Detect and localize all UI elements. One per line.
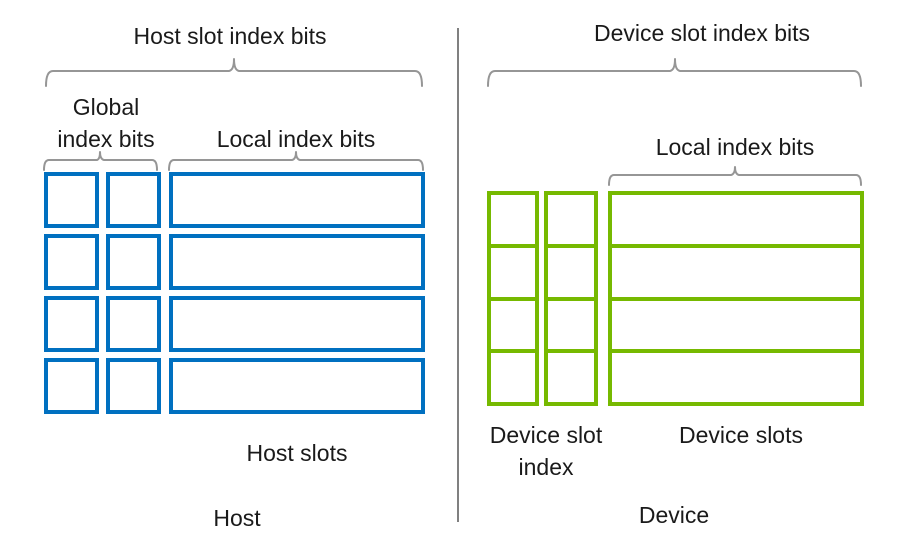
host-title: Host slot index bits <box>133 23 327 49</box>
host-local-bits-box <box>169 358 425 414</box>
device-slots-column <box>608 191 864 406</box>
device-slot-index-cell <box>548 349 594 402</box>
host-local-bits-brace <box>168 151 424 171</box>
device-title: Device slot index bits <box>593 20 811 46</box>
host-local-bits-box <box>169 172 425 228</box>
device-slot-index-cell <box>548 195 594 244</box>
device-slot-cell <box>612 243 860 297</box>
host-global-bit-box <box>106 234 161 290</box>
host-slot-row <box>44 172 425 228</box>
device-slot-index-cell <box>548 243 594 297</box>
device-slot-index-cell <box>491 243 535 297</box>
host-slots-grid <box>44 172 425 414</box>
host-local-bits-box <box>169 296 425 352</box>
device-slots-label: Device slots <box>679 422 803 448</box>
device-local-index-bits-label: Local index bits <box>655 134 815 160</box>
device-label: Device <box>638 502 710 528</box>
section-divider-line <box>457 28 459 522</box>
host-global-bit-box <box>44 172 99 228</box>
host-local-index-bits-label: Local index bits <box>216 126 376 152</box>
host-slot-row <box>44 296 425 352</box>
host-label: Host <box>213 505 261 531</box>
device-slot-index-cell <box>548 296 594 350</box>
device-slots-grid <box>487 191 864 406</box>
host-slot-row <box>44 234 425 290</box>
device-slot-index-cell <box>491 296 535 350</box>
device-slot-index-cell <box>491 349 535 402</box>
device-slot-index-cell <box>491 195 535 244</box>
host-global-bit-box <box>44 358 99 414</box>
device-slot-cell <box>612 349 860 402</box>
host-local-bits-box <box>169 234 425 290</box>
host-global-bit-box <box>106 172 161 228</box>
device-slot-cell <box>612 296 860 350</box>
host-global-bits-brace <box>43 151 158 171</box>
host-slot-row <box>44 358 425 414</box>
host-slots-label: Host slots <box>246 440 348 466</box>
host-global-index-bits-label: Global index bits <box>57 94 155 152</box>
host-global-bit-box <box>106 358 161 414</box>
device-slot-index-label: Device slot index <box>489 422 603 480</box>
device-slot-index-column <box>487 191 539 406</box>
device-slot-cell <box>612 195 860 244</box>
host-slot-index-bits-brace <box>45 58 423 87</box>
device-local-bits-brace <box>608 166 862 186</box>
device-slot-index-column <box>544 191 598 406</box>
device-slot-index-bits-brace <box>487 58 862 87</box>
host-global-bit-box <box>44 296 99 352</box>
host-global-bit-box <box>106 296 161 352</box>
host-global-bit-box <box>44 234 99 290</box>
